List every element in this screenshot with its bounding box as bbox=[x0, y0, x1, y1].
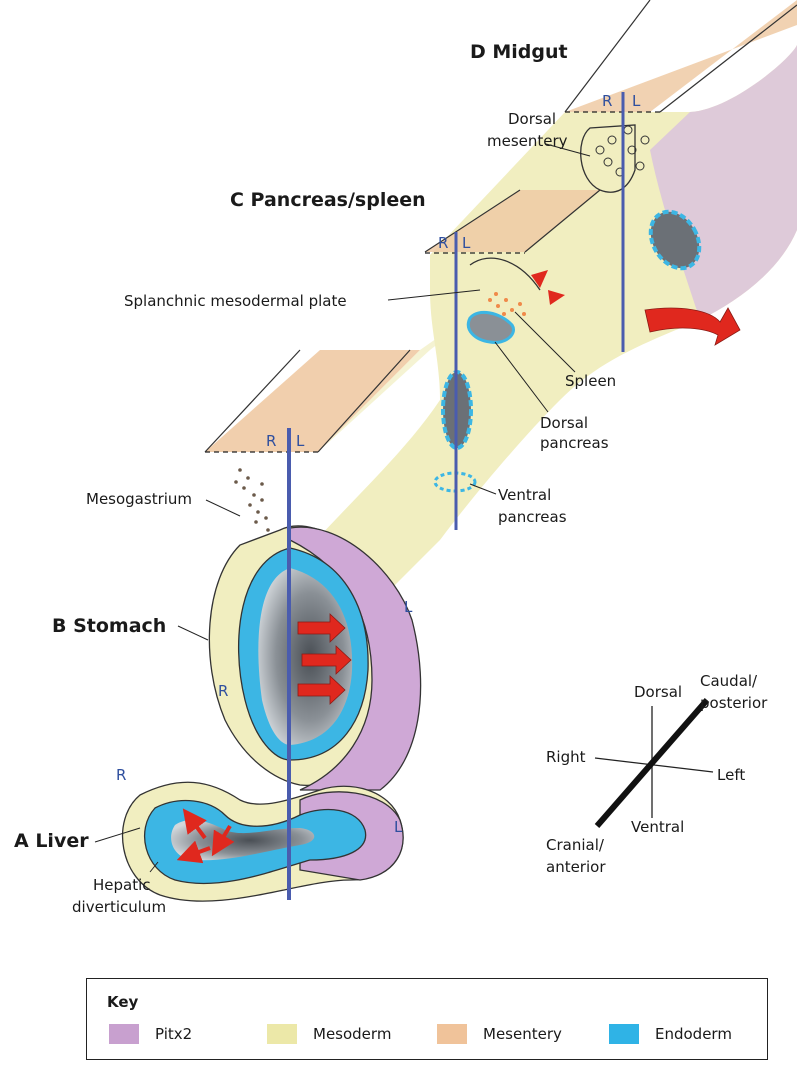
key-item-pitx2: Pitx2 bbox=[109, 1023, 192, 1045]
label-ventral-pancreas-1: Ventral bbox=[498, 486, 551, 504]
compass-caudal-1: Caudal/ bbox=[700, 672, 758, 690]
panel-b-title: B Stomach bbox=[52, 615, 166, 637]
key-label-pitx2: Pitx2 bbox=[155, 1025, 192, 1043]
leader-mesogastrium bbox=[206, 500, 240, 516]
key-item-mesentery: Mesentery bbox=[437, 1023, 562, 1045]
liver-l: L bbox=[394, 818, 403, 836]
label-splanchnic: Splanchnic mesodermal plate bbox=[124, 292, 347, 310]
label-ventral-pancreas-2: pancreas bbox=[498, 508, 567, 526]
pancreas-l: L bbox=[462, 234, 471, 252]
stomach-mesentery-roof bbox=[205, 350, 420, 452]
compass-cranial-2: anterior bbox=[546, 858, 606, 876]
compass-ventral: Ventral bbox=[631, 818, 684, 836]
key-label-mesoderm: Mesoderm bbox=[313, 1025, 391, 1043]
key-swatch-mesoderm bbox=[267, 1024, 297, 1044]
key-item-endoderm: Endoderm bbox=[609, 1023, 732, 1045]
label-hepatic-1: Hepatic bbox=[93, 876, 151, 894]
leader-stomach bbox=[178, 626, 208, 640]
key-title: Key bbox=[107, 993, 138, 1011]
midgut-r: R bbox=[602, 92, 612, 110]
compass-cranial-1: Cranial/ bbox=[546, 836, 605, 854]
midgut-rotation-arrow bbox=[645, 308, 740, 345]
label-dorsal-mesentery-1: Dorsal bbox=[508, 110, 556, 128]
key-box: Key Pitx2 Mesoderm Mesentery Endoderm bbox=[86, 978, 768, 1060]
key-swatch-endoderm bbox=[609, 1024, 639, 1044]
liver bbox=[123, 782, 403, 901]
panel-d-title: D Midgut bbox=[470, 41, 568, 63]
label-spleen: Spleen bbox=[565, 372, 616, 390]
panel-a-title: A Liver bbox=[14, 830, 89, 852]
stomach-r: R bbox=[218, 682, 228, 700]
midgut-l: L bbox=[632, 92, 641, 110]
label-dorsal-pancreas-2: pancreas bbox=[540, 434, 609, 452]
stomach-l: L bbox=[404, 598, 413, 616]
key-swatch-mesentery bbox=[437, 1024, 467, 1044]
compass-right: Right bbox=[546, 748, 586, 766]
key-label-endoderm: Endoderm bbox=[655, 1025, 732, 1043]
compass-left: Left bbox=[717, 766, 745, 784]
label-hepatic-2: diverticulum bbox=[72, 898, 166, 916]
label-dorsal-pancreas-1: Dorsal bbox=[540, 414, 588, 432]
key-label-mesentery: Mesentery bbox=[483, 1025, 562, 1043]
mesogastrium-cells bbox=[234, 468, 270, 532]
pancreas-r: R bbox=[438, 234, 448, 252]
orientation-compass: Dorsal Ventral Right Left Caudal/ poster… bbox=[546, 672, 768, 876]
key-swatch-pitx2 bbox=[109, 1024, 139, 1044]
stomach-top-r: R bbox=[266, 432, 276, 450]
label-mesogastrium: Mesogastrium bbox=[86, 490, 192, 508]
label-dorsal-mesentery-2: mesentery bbox=[487, 132, 568, 150]
key-item-mesoderm: Mesoderm bbox=[267, 1023, 391, 1045]
compass-caudal-2: posterior bbox=[700, 694, 768, 712]
compass-dorsal: Dorsal bbox=[634, 683, 682, 701]
liver-r: R bbox=[116, 766, 126, 784]
panel-c-title: C Pancreas/spleen bbox=[230, 189, 426, 211]
stomach-top-l: L bbox=[296, 432, 305, 450]
